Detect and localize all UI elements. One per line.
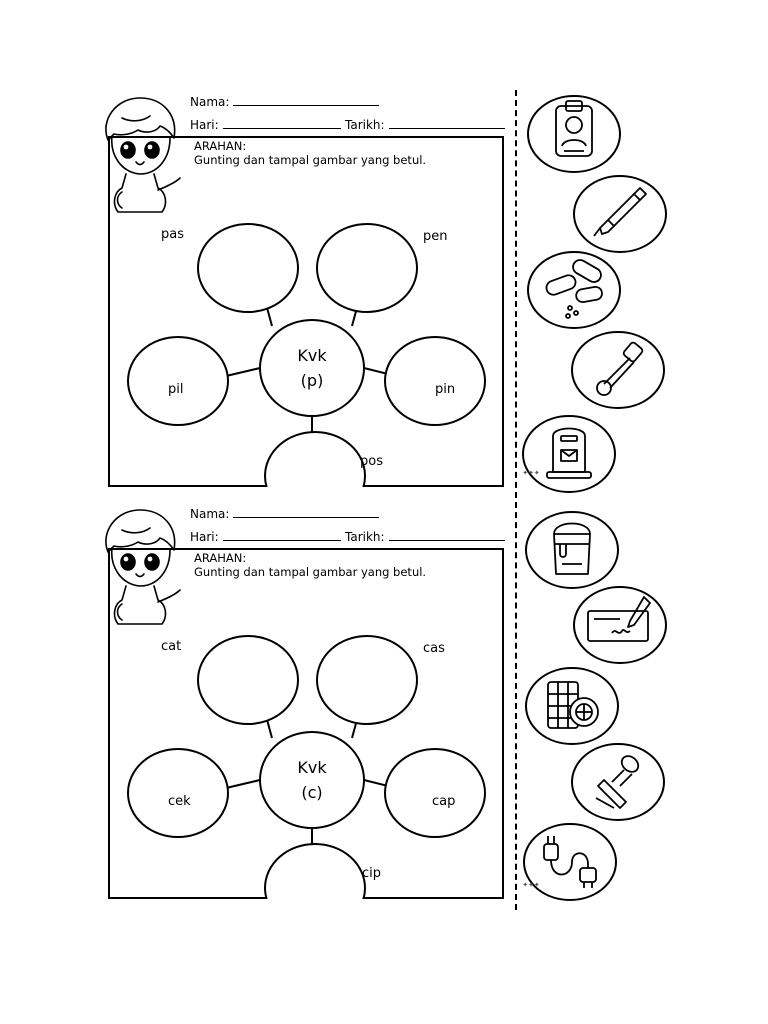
pill-icon <box>527 251 621 329</box>
pen-icon <box>573 175 667 253</box>
tarikh-input-line[interactable] <box>388 117 505 129</box>
cutout-pen[interactable] <box>572 174 668 254</box>
mailbox-icon <box>522 415 616 493</box>
hari-input-line[interactable] <box>222 529 341 541</box>
word-label: cap <box>432 794 456 809</box>
cutout-charger-plug[interactable] <box>522 822 618 902</box>
nama-input-line[interactable] <box>233 94 380 106</box>
cutout-paint-bucket[interactable] <box>524 510 620 590</box>
cutout-chip[interactable] <box>524 666 620 746</box>
hari-field: Hari: <box>190 529 341 544</box>
cutout-stamp[interactable] <box>570 742 666 822</box>
paste-slot-cip[interactable] <box>264 843 366 899</box>
paste-slot-cek[interactable] <box>127 748 229 838</box>
word-label: cek <box>168 794 191 809</box>
nama-field: Nama: <box>190 94 380 109</box>
boy-illustration-icon <box>105 509 181 625</box>
nama-field: Nama: <box>190 506 380 521</box>
logo-watermark: ✦✦✦ <box>522 469 540 477</box>
bubble-map: Kvk (p) <box>127 223 486 487</box>
paint-bucket-icon <box>525 511 619 589</box>
center-letter: (p) <box>301 371 324 390</box>
charger-plug-icon <box>523 823 617 901</box>
center-letter: (c) <box>301 783 322 802</box>
safety-pin-icon <box>571 331 665 409</box>
arahan-title: ARAHAN: <box>194 139 247 153</box>
cheque-icon <box>573 586 667 664</box>
paste-slot-pos[interactable] <box>264 431 366 487</box>
center-bubble <box>259 319 365 417</box>
word-label: pas <box>161 227 184 242</box>
paste-slot-pas[interactable] <box>197 223 299 313</box>
arahan-text: Gunting dan tampal gambar yang betul. <box>194 153 427 167</box>
cutout-pill[interactable] <box>526 250 622 330</box>
cutout-cheque[interactable] <box>572 585 668 665</box>
paste-slot-pin[interactable] <box>384 336 486 426</box>
arahan-title: ARAHAN: <box>194 551 247 565</box>
instructions: ARAHAN: Gunting dan tampal gambar yang b… <box>194 139 426 167</box>
center-title: Kvk <box>297 758 327 777</box>
cutout-mailbox[interactable] <box>521 414 617 494</box>
id-badge-icon <box>527 95 621 173</box>
bubble-map: Kvk (c) <box>127 635 486 899</box>
paste-slot-cat[interactable] <box>197 635 299 725</box>
chip-icon <box>525 667 619 745</box>
word-label: cas <box>423 641 445 656</box>
hari-input-line[interactable] <box>222 117 341 129</box>
worksheet-p: Nama: Hari: Tarikh: ARAHAN: Gunting dan … <box>0 88 520 508</box>
stamp-icon <box>571 743 665 821</box>
nama-label: Nama: <box>190 507 230 521</box>
logo-watermark: ✦✦✦ <box>522 881 540 889</box>
boy-illustration-icon <box>105 97 181 213</box>
paste-slot-cas[interactable] <box>316 635 418 725</box>
paste-slot-pen[interactable] <box>316 223 418 313</box>
nama-label: Nama: <box>190 95 230 109</box>
paste-slot-pil[interactable] <box>127 336 229 426</box>
word-label: cip <box>362 866 382 881</box>
worksheet-c: Nama: Hari: Tarikh: ARAHAN: Gunting dan … <box>0 500 520 920</box>
word-label: pen <box>423 229 448 244</box>
tarikh-field: Tarikh: <box>345 529 505 544</box>
tarikh-label: Tarikh: <box>345 530 385 544</box>
center-bubble <box>259 731 365 829</box>
cutout-id-badge[interactable] <box>526 94 622 174</box>
paste-slot-cap[interactable] <box>384 748 486 838</box>
instructions: ARAHAN: Gunting dan tampal gambar yang b… <box>194 551 426 579</box>
nama-input-line[interactable] <box>233 506 380 518</box>
word-label: pin <box>435 382 456 397</box>
word-label: cat <box>161 639 182 654</box>
hari-label: Hari: <box>190 118 219 132</box>
cut-line <box>515 90 517 910</box>
word-label: pos <box>360 454 383 469</box>
hari-label: Hari: <box>190 530 219 544</box>
tarikh-label: Tarikh: <box>345 118 385 132</box>
cutout-safety-pin[interactable] <box>570 330 666 410</box>
tarikh-input-line[interactable] <box>388 529 505 541</box>
word-label: pil <box>168 382 184 397</box>
hari-field: Hari: <box>190 117 341 132</box>
arahan-text: Gunting dan tampal gambar yang betul. <box>194 565 427 579</box>
center-title: Kvk <box>297 346 327 365</box>
tarikh-field: Tarikh: <box>345 117 505 132</box>
